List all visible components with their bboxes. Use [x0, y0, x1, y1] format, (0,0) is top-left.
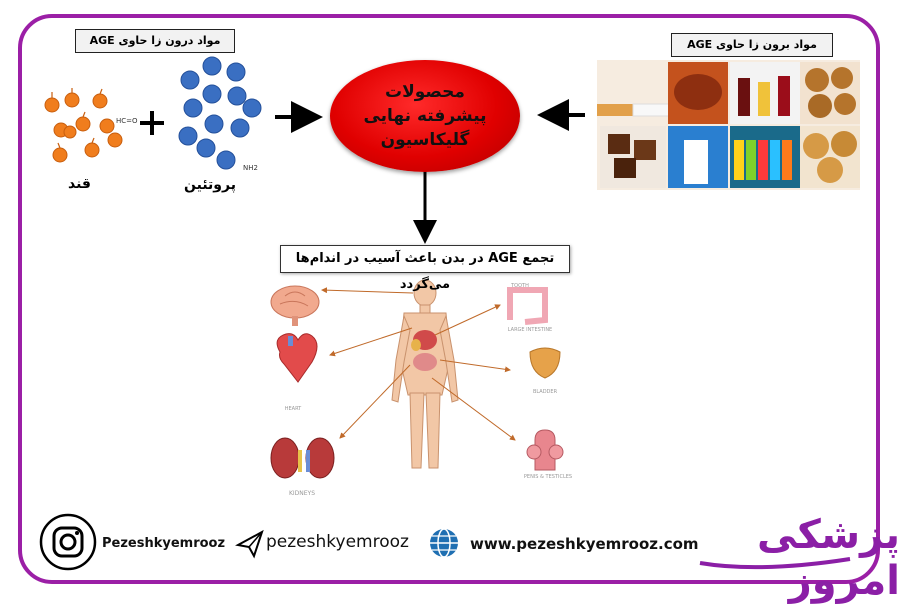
- kidneys-caption: KIDNEYS: [289, 490, 315, 497]
- brain-icon: [270, 285, 320, 326]
- food-collage: [597, 60, 860, 190]
- protein-caption: پروتئین: [184, 177, 236, 193]
- telegram-handle[interactable]: pezeshkyemrooz: [266, 532, 409, 552]
- large-intestine-icon: [507, 287, 548, 325]
- instagram-icon[interactable]: [39, 513, 97, 571]
- bladder-caption: BLADDER: [533, 389, 558, 395]
- heart-caption: HEART: [285, 406, 302, 412]
- globe-icon[interactable]: [430, 528, 458, 558]
- instagram-handle[interactable]: Pezeshkyemrooz: [102, 536, 226, 551]
- plus-sign: [140, 111, 164, 135]
- protein-formula: NH2: [243, 164, 258, 172]
- cigarette-icon: [597, 103, 670, 117]
- age-products-node: محصولات پیشرفته نهایی گلیکاسیون: [330, 60, 520, 172]
- kidneys-icon: [270, 437, 335, 479]
- human-body-figure: [391, 279, 459, 469]
- tooth-caption: TOOTH: [510, 283, 529, 289]
- telegram-icon[interactable]: [235, 529, 264, 559]
- sugar-molecules: [44, 92, 123, 163]
- organ-arrows: [321, 287, 516, 441]
- age-accumulation-label: تجمع AGE در بدن باعث آسیب در اندام‌ها می…: [280, 245, 570, 292]
- bladder-icon: [529, 347, 561, 379]
- external-age-label: مواد برون زا حاوی AGE: [671, 33, 833, 57]
- sugar-formula: HC=O: [116, 117, 138, 125]
- logo-swoosh: [699, 557, 851, 570]
- protein-molecules: [178, 56, 262, 170]
- penis-caption: PENIS & TESTICLES: [524, 474, 572, 480]
- penis-testicles-icon: [526, 429, 564, 471]
- large-intestine-caption: LARGE INTESTINE: [508, 327, 552, 333]
- website-link[interactable]: www.pezeshkyemrooz.com: [470, 535, 699, 553]
- age-products-label: محصولات پیشرفته نهایی گلیکاسیون: [363, 82, 487, 150]
- sugar-caption: قند: [68, 176, 91, 192]
- brand-logo: پزشکی امروز: [757, 512, 900, 604]
- internal-age-label: مواد درون زا حاوی AGE: [75, 29, 235, 53]
- heart-organ-icon: [276, 333, 318, 383]
